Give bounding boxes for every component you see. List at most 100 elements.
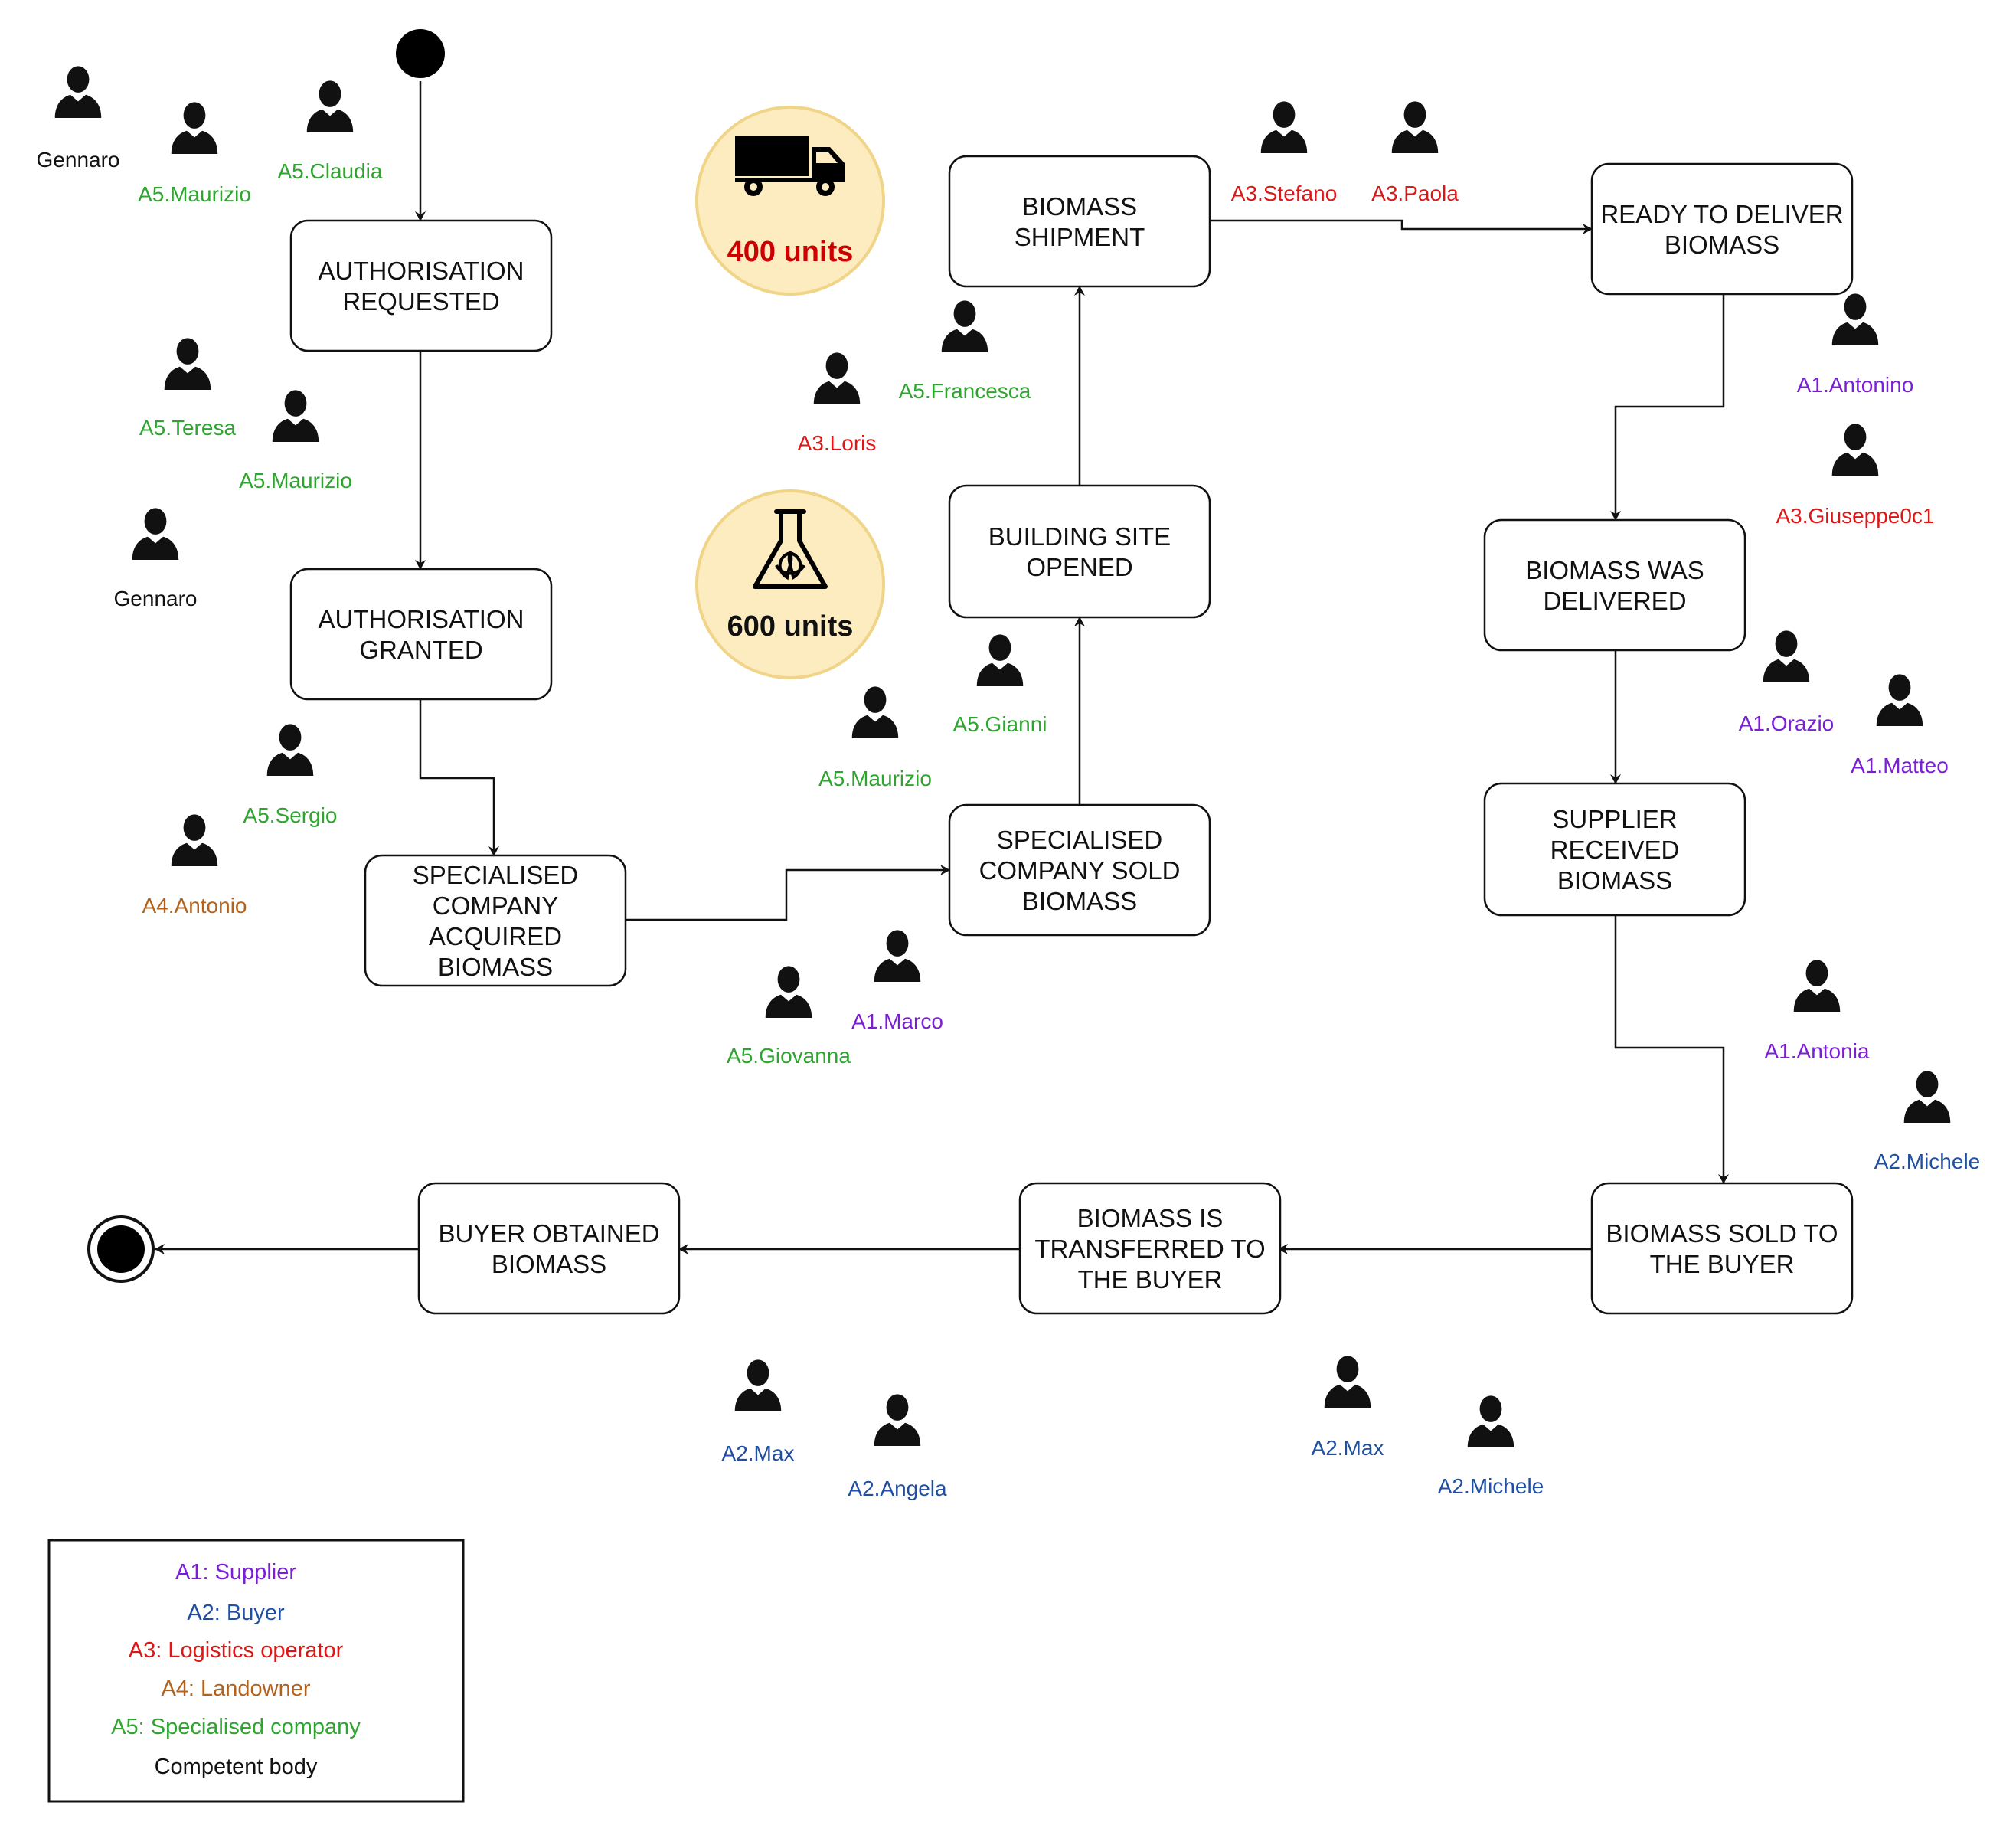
transition-arrow [1614, 915, 1729, 1184]
actor: A5.Francesca [899, 300, 1031, 403]
actor-label: A3.Paola [1371, 182, 1459, 205]
state-label-line: BIOMASS [492, 1250, 606, 1278]
state-label-line: AUTHORISATION [319, 257, 524, 285]
actor: A3.Paola [1371, 101, 1459, 205]
state-label-line: THE BUYER [1078, 1265, 1223, 1294]
state-label-line: BIOMASS IS [1077, 1204, 1224, 1232]
state-label-line: GRANTED [359, 636, 482, 664]
person-icon [164, 338, 211, 390]
state-label-line: SHIPMENT [1015, 223, 1145, 251]
legend-item: A3: Logistics operator [129, 1638, 344, 1663]
state-label-line: REQUESTED [342, 287, 499, 316]
badge-flask: 600 units [695, 489, 885, 679]
actor: A5.Claudia [278, 80, 383, 183]
actor-label: A3.Stefano [1231, 182, 1338, 205]
state-label-line: BIOMASS [1022, 192, 1137, 221]
person-icon [1903, 1071, 1951, 1123]
state-label-line: BUILDING SITE [988, 522, 1171, 551]
transition-arrows [155, 81, 1729, 1254]
actor-label: A2.Max [722, 1441, 795, 1465]
person-icon [765, 966, 812, 1018]
state-label-line: AUTHORISATION [319, 605, 524, 633]
actor-label: A5.Maurizio [818, 767, 932, 790]
actor-label: A1.Marco [851, 1009, 943, 1033]
state-label-line: ACQUIRED [429, 922, 562, 950]
legend-item: A1: Supplier [175, 1560, 296, 1585]
transition-arrow [1210, 219, 1593, 234]
transition-arrow [419, 699, 499, 856]
person-icon [132, 508, 179, 560]
person-icon [1831, 424, 1879, 476]
state-authorisation-granted: AUTHORISATION GRANTED [289, 568, 553, 701]
person-icon [1467, 1395, 1514, 1447]
initial-state-node [396, 29, 445, 78]
actor-label: A3.Giuseppe0c1 [1776, 504, 1934, 528]
badge-flask-label: 600 units [727, 610, 854, 643]
actor-label: A2.Michele [1438, 1474, 1544, 1498]
actor-label: A1.Orazio [1739, 711, 1835, 735]
person-icon [941, 300, 988, 352]
actor: A4.Antonio [142, 814, 247, 918]
state-label-line: BIOMASS [1557, 866, 1672, 895]
state-label-line: TRANSFERRED TO [1034, 1235, 1265, 1263]
actor-label: A1.Antonino [1797, 373, 1914, 397]
legend-item: A4: Landowner [161, 1676, 310, 1701]
transition-arrow [624, 865, 950, 921]
person-icon [874, 1394, 921, 1446]
legend-box [47, 1539, 465, 1803]
actor: A5.Maurizio [818, 686, 932, 790]
actor: Gennaro [114, 508, 198, 610]
actor: Gennaro [37, 66, 120, 172]
flask-leaf-icon [753, 509, 828, 589]
actor: A3.Stefano [1231, 101, 1338, 205]
actor-label: Gennaro [114, 587, 198, 610]
state-label-line: SPECIALISED [413, 861, 578, 889]
actor: A1.Antonia [1765, 960, 1870, 1063]
states-layer: AUTHORISATIONREQUESTEDAUTHORISATIONGRANT… [289, 155, 1854, 1315]
state-label-line: THE BUYER [1650, 1250, 1795, 1278]
person-icon [874, 930, 921, 982]
person-icon [1876, 674, 1923, 726]
person-icon [1324, 1356, 1371, 1408]
person-icon [734, 1359, 782, 1411]
state-label-line: OPENED [1026, 553, 1132, 581]
state-label-line: COMPANY SOLD [979, 856, 1181, 885]
actor: A1.Matteo [1851, 674, 1949, 777]
actor: A2.Michele [1438, 1395, 1544, 1498]
actor-label: A5.Maurizio [138, 182, 251, 206]
actor-label: A2.Angela [848, 1477, 947, 1500]
actor: A5.Gianni [953, 634, 1047, 736]
state-label-line: BIOMASS [1022, 887, 1137, 915]
actor-label: A5.Francesca [899, 379, 1031, 403]
actor-label: A1.Antonia [1765, 1039, 1870, 1063]
actor: A2.Max [1312, 1356, 1384, 1460]
actor-label: A3.Loris [798, 431, 877, 455]
state-label-line: BIOMASS SOLD TO [1606, 1219, 1838, 1248]
badge-truck: 400 units [695, 106, 885, 296]
actor: A3.Giuseppe0c1 [1776, 424, 1935, 528]
actor: A5.Giovanna [727, 966, 851, 1068]
person-icon [171, 102, 218, 154]
actor-label: A5.Claudia [278, 159, 383, 183]
person-icon [266, 724, 314, 776]
actor-label: A2.Max [1312, 1436, 1384, 1460]
person-icon [54, 66, 102, 118]
actor-label: Gennaro [37, 148, 120, 172]
state-label-line: BUYER OBTAINED [438, 1219, 659, 1248]
state-label-line: COMPANY [433, 891, 558, 920]
person-icon [306, 80, 354, 132]
actor: A1.Orazio [1739, 630, 1835, 735]
state-label-line: DELIVERED [1543, 587, 1686, 615]
state-label-line: SUPPLIER [1552, 805, 1677, 833]
person-icon [1793, 960, 1841, 1012]
